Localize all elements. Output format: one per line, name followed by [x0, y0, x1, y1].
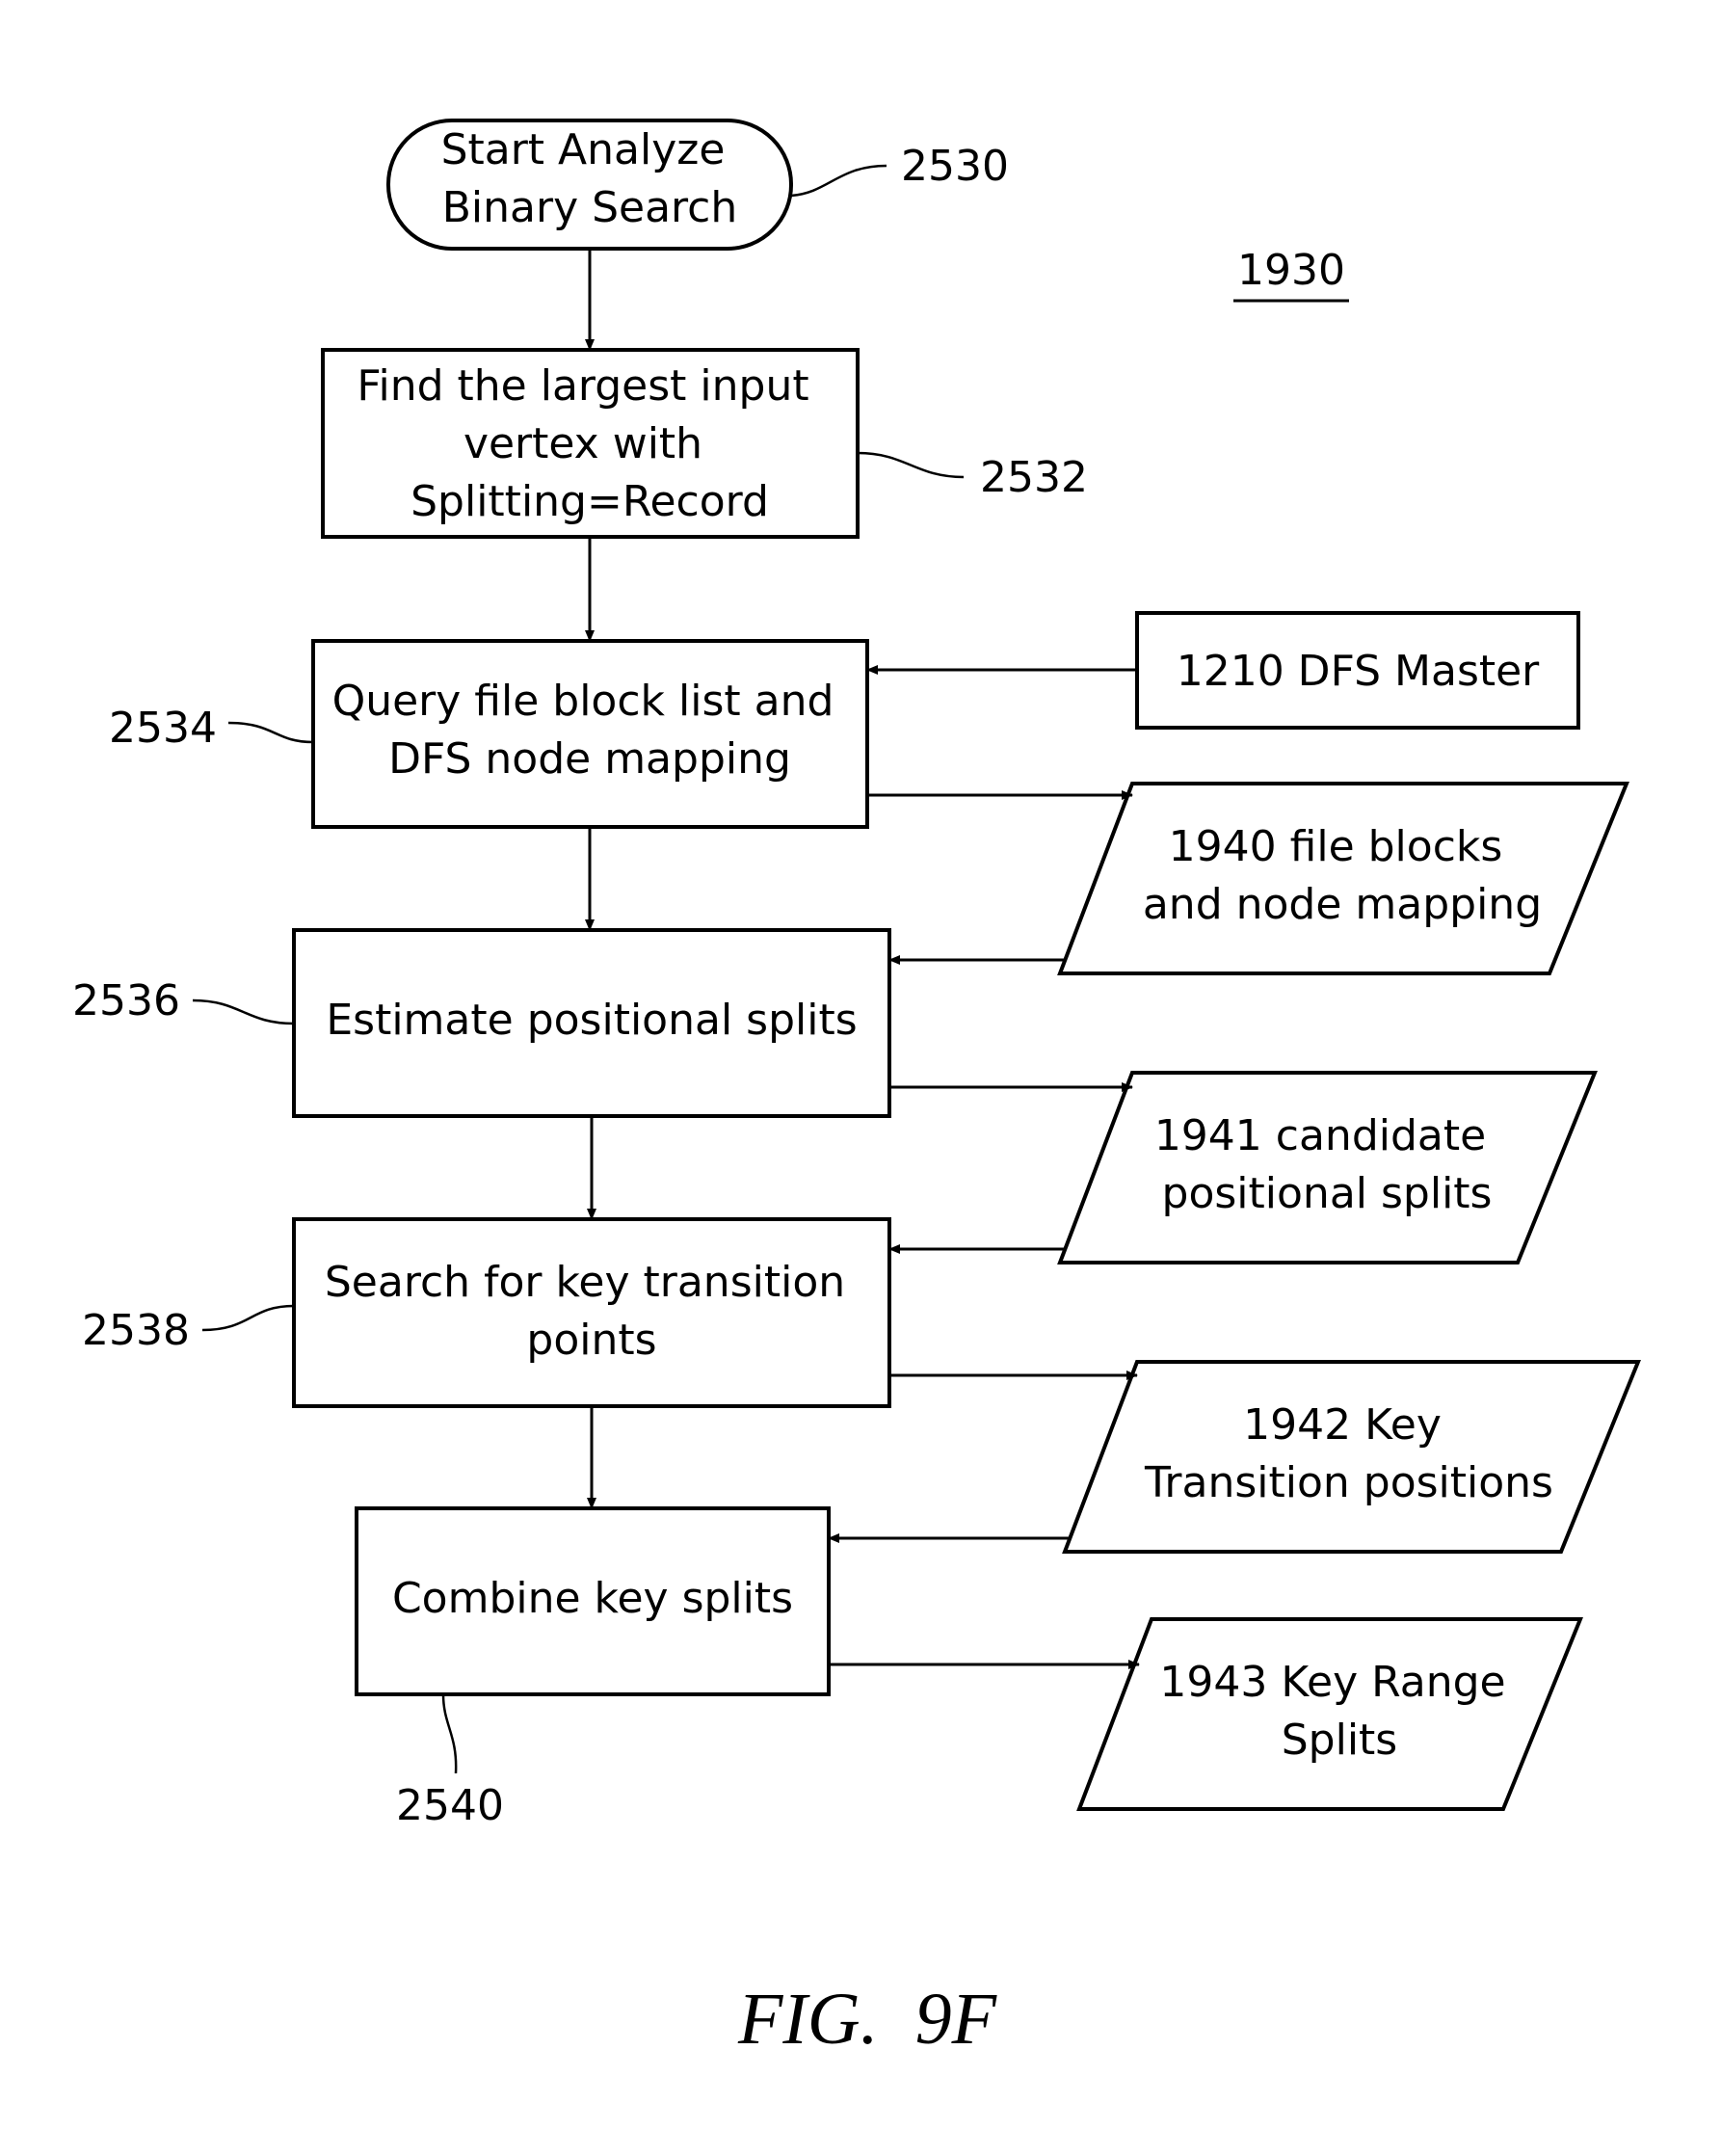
leader-2540 — [443, 1694, 456, 1773]
key-transition-data — [1065, 1362, 1638, 1552]
leader-2530 — [791, 166, 887, 196]
leader-2538 — [202, 1306, 294, 1330]
figure-reference: 1930 — [1237, 246, 1345, 295]
file-blocks-data — [1060, 784, 1627, 973]
combine-splits-label: Combine key splits — [392, 1574, 793, 1623]
ref-2534: 2534 — [109, 704, 217, 753]
ref-2536: 2536 — [72, 976, 180, 1025]
figure-caption: FIG. 9F — [737, 1979, 998, 2060]
ref-2538: 2538 — [82, 1306, 190, 1355]
search-key-process — [294, 1219, 889, 1406]
leader-2532 — [858, 453, 964, 477]
ref-2532: 2532 — [980, 453, 1088, 502]
leader-2536 — [193, 1000, 294, 1024]
ref-2530: 2530 — [901, 142, 1009, 191]
key-range-data — [1079, 1619, 1580, 1809]
ref-2540: 2540 — [396, 1781, 504, 1830]
dfs-master-label: 1210 DFS Master — [1177, 647, 1540, 696]
candidate-splits-data — [1060, 1073, 1595, 1263]
estimate-splits-label: Estimate positional splits — [326, 996, 857, 1045]
leader-2534 — [228, 723, 313, 742]
